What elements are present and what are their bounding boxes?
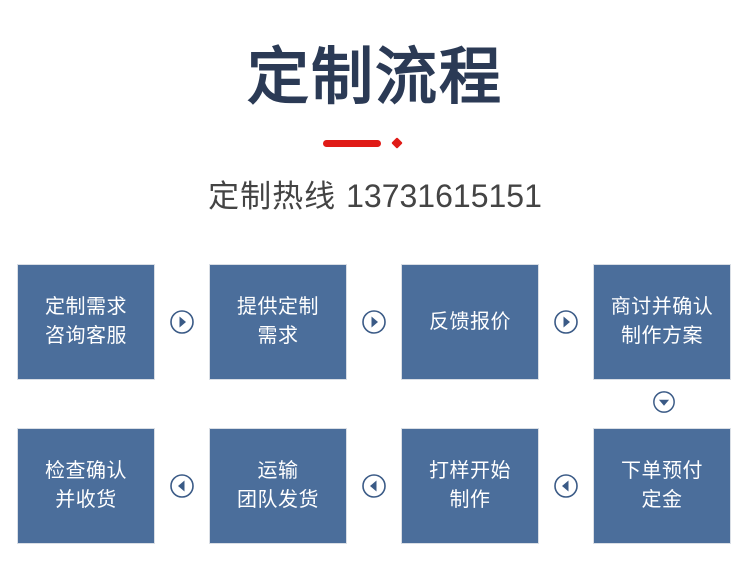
step-box-1[interactable]: 定制需求 咨询客服 xyxy=(17,264,155,380)
chevron-left-circle-icon-3 xyxy=(539,473,593,499)
step-box-6[interactable]: 打样开始 制作 xyxy=(401,428,539,544)
header: 定制流程 定制热线 13731615151 xyxy=(0,0,750,217)
step-box-7[interactable]: 运输 团队发货 xyxy=(209,428,347,544)
step-label-8: 检查确认 并收货 xyxy=(45,460,127,511)
step-label-5: 下单预付 定金 xyxy=(621,460,703,511)
step-label-1: 定制需求 咨询客服 xyxy=(45,296,127,347)
title-divider xyxy=(315,136,435,150)
step-label-2: 提供定制 需求 xyxy=(237,296,319,347)
chevron-right-circle-icon-1 xyxy=(155,309,209,335)
flow-row-2: 检查确认 并收货 运输 团队发货 打样开始 制作 xyxy=(0,427,750,545)
step-label-3: 反馈报价 xyxy=(429,310,511,333)
chevron-down-circle-icon xyxy=(648,386,680,418)
chevron-right-circle-icon-2 xyxy=(347,309,401,335)
flow-row-1: 定制需求 咨询客服 提供定制 需求 反馈报价 xyxy=(0,263,750,381)
divider-dot-icon xyxy=(391,137,403,149)
hotline-number: 13731615151 xyxy=(346,178,542,214)
step-label-7: 运输 团队发货 xyxy=(237,460,319,511)
step-box-5[interactable]: 下单预付 定金 xyxy=(593,428,731,544)
chevron-left-circle-icon-1 xyxy=(155,473,209,499)
chevron-right-circle-icon-3 xyxy=(539,309,593,335)
step-box-4[interactable]: 商讨并确认 制作方案 xyxy=(593,264,731,380)
step-box-3[interactable]: 反馈报价 xyxy=(401,264,539,380)
step-label-6: 打样开始 制作 xyxy=(429,460,511,511)
divider-bar xyxy=(323,140,381,147)
step-box-8[interactable]: 检查确认 并收货 xyxy=(17,428,155,544)
chevron-left-circle-icon-2 xyxy=(347,473,401,499)
step-box-2[interactable]: 提供定制 需求 xyxy=(209,264,347,380)
step-label-4: 商讨并确认 制作方案 xyxy=(610,296,714,347)
hotline: 定制热线 13731615151 xyxy=(0,150,750,217)
hotline-label: 定制热线 xyxy=(208,179,337,214)
page-title: 定制流程 xyxy=(246,43,503,112)
